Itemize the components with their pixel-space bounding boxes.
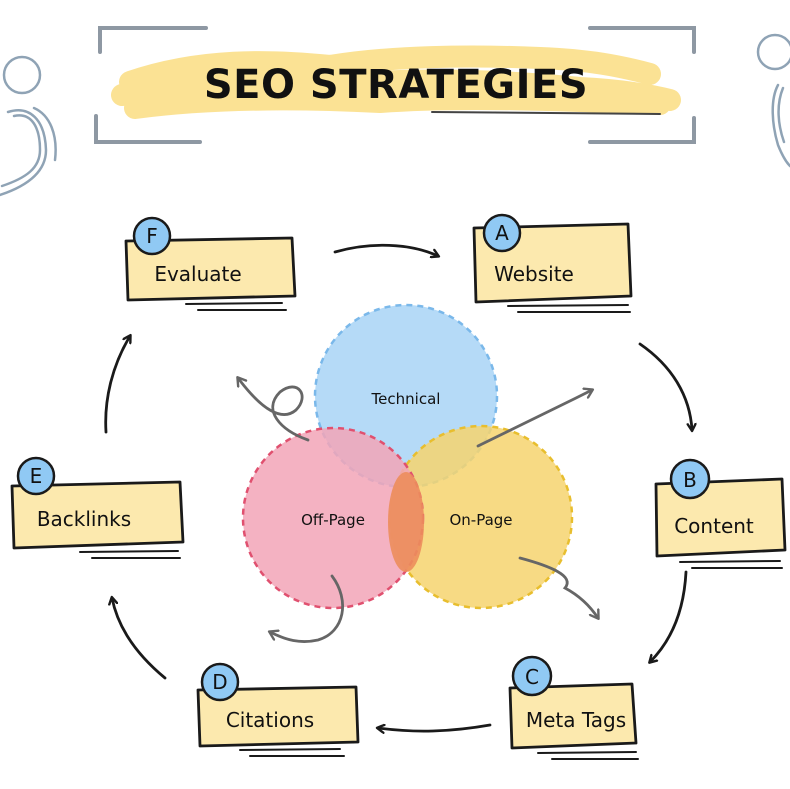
node-label: Backlinks (37, 507, 131, 531)
venn-label-off-page: Off-Page (301, 511, 365, 529)
gray-arrow-loop-icon (238, 378, 310, 442)
venn-label-technical: Technical (371, 390, 441, 408)
node-content: B Content (654, 458, 787, 569)
gray-arrow-down-left-icon (270, 574, 345, 643)
title-underline (431, 111, 661, 115)
node-label: Content (674, 514, 754, 538)
venn-overlap-center (388, 472, 424, 572)
arrow-d-to-e (112, 598, 167, 680)
arrow-b-to-c (650, 570, 688, 662)
node-label: Website (494, 262, 574, 286)
person-doodle-left-icon (0, 55, 57, 197)
cycle-arrows (104, 243, 692, 731)
title-frame (94, 26, 696, 144)
badge-letter: A (495, 221, 509, 245)
arrow-e-to-f (104, 336, 130, 434)
badge-letter: D (212, 670, 227, 694)
badge-letter: E (30, 464, 43, 488)
badge-letter: C (525, 665, 539, 689)
node-label: Meta Tags (526, 708, 626, 732)
node-backlinks: E Backlinks (10, 456, 185, 559)
gray-arrow-down-right-icon (518, 556, 598, 618)
arrow-c-to-d (378, 723, 492, 731)
node-label: Evaluate (154, 262, 241, 286)
arrow-f-to-a (333, 243, 438, 256)
venn-circle-on-page (388, 424, 574, 610)
node-citations: D Citations (196, 662, 360, 757)
venn-arrows (238, 378, 598, 643)
title-highlight (111, 45, 681, 119)
node-label: Citations (226, 708, 314, 732)
person-doodle-right-icon (756, 33, 790, 168)
badge-letter: B (683, 468, 697, 492)
venn-diagram: Technical Off-Page On-Page (241, 303, 574, 610)
page-title: SEO STRATEGIES (204, 62, 588, 108)
gray-arrow-up-right-icon (476, 390, 592, 448)
arrow-a-to-b (638, 342, 692, 430)
node-evaluate: F Evaluate (124, 216, 297, 311)
node-meta-tags: C Meta Tags (508, 655, 639, 760)
node-website: A Website (472, 213, 633, 313)
venn-label-on-page: On-Page (449, 511, 512, 529)
badge-letter: F (146, 224, 158, 248)
